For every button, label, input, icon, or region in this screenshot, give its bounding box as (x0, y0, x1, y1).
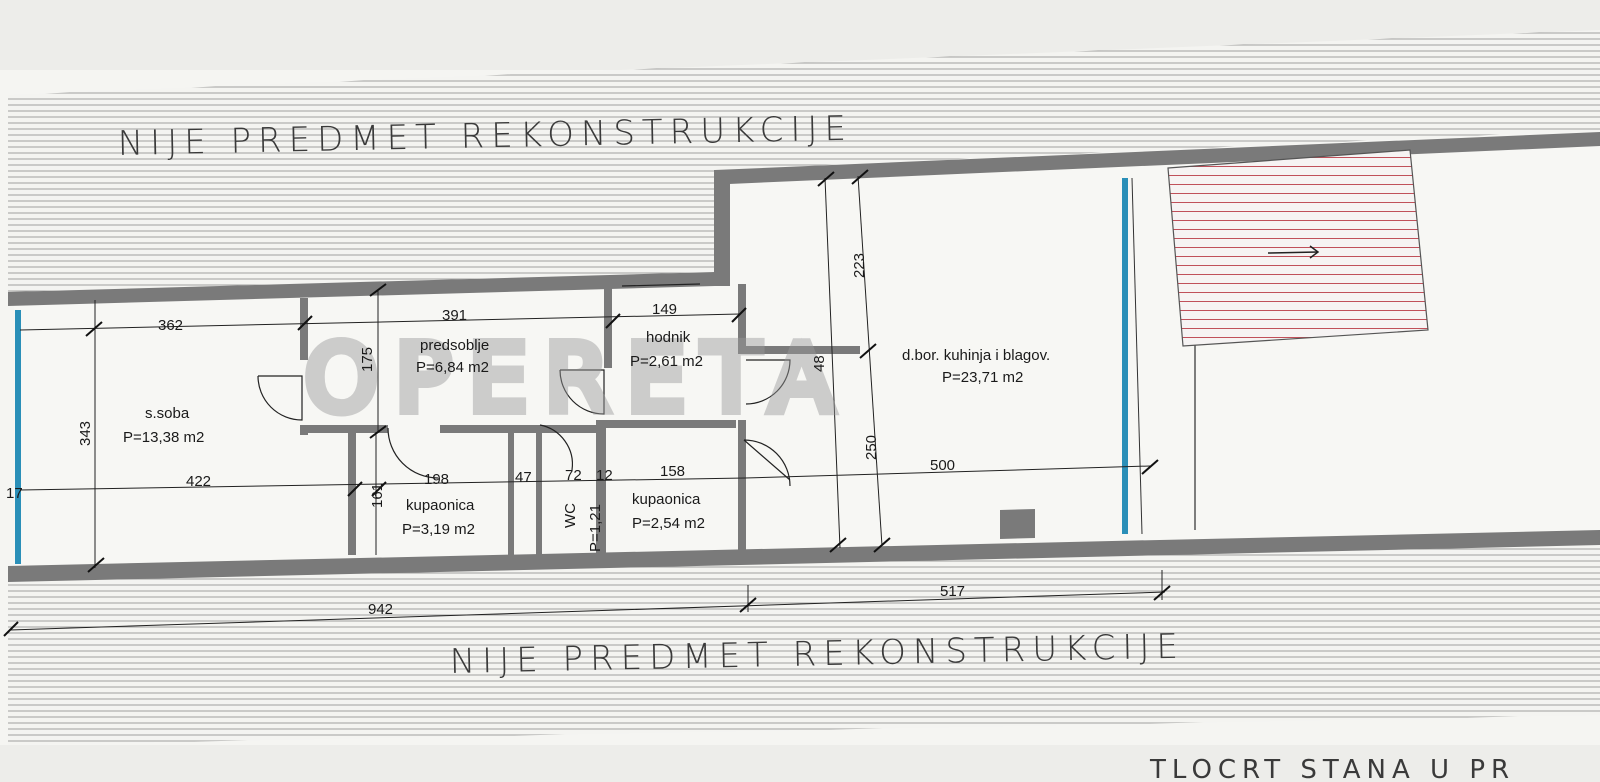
doors (257, 283, 791, 487)
dim-343: 343 (77, 421, 94, 446)
dim-158: 158 (660, 463, 685, 480)
stair-hatch (1167, 149, 1429, 347)
room-hodnik-name: hodnik (646, 329, 691, 346)
dim-72: 72 (565, 467, 582, 484)
dim-47: 47 (515, 469, 532, 486)
room-hodnik-area: P=2,61 m2 (630, 353, 703, 370)
top-hatched-zone (8, 30, 1600, 292)
room-kupaonica2-area: P=2,54 m2 (632, 515, 705, 532)
bottom-hatched-zone (8, 545, 1600, 745)
stair-arrow-icon (1267, 245, 1320, 259)
dim-198: 198 (424, 471, 449, 488)
dim-223: 223 (851, 253, 868, 278)
dimension-labels: 362 391 149 223 175 48 343 422 198 47 72… (6, 253, 965, 618)
dim-175: 175 (359, 347, 376, 372)
dim-250: 250 (863, 435, 880, 460)
dim-942: 942 (368, 601, 393, 618)
watermark-text: OPERETA (305, 325, 851, 432)
room-kupaonica2-name: kupaonica (632, 491, 701, 508)
room-soba-name: s.soba (145, 405, 190, 422)
room-dnevni-name: d.bor. kuhinja i blagov. (902, 347, 1050, 364)
dim-500: 500 (930, 457, 955, 474)
dim-17: 17 (6, 485, 23, 502)
room-predsoblje-area: P=6,84 m2 (416, 359, 489, 376)
room-kupaonica1-area: P=3,19 m2 (402, 521, 475, 538)
dim-422: 422 (186, 473, 211, 490)
dimension-ticks (3, 169, 1171, 637)
room-predsoblje-name: predsoblje (420, 337, 489, 354)
room-dnevni-area: P=23,71 m2 (942, 369, 1023, 386)
footer-title-partial: TLOCRT STANA U PR (1149, 755, 1515, 782)
room-soba-area: P=13,38 m2 (123, 429, 204, 446)
dim-12: 12 (596, 467, 613, 484)
dim-391: 391 (442, 307, 467, 324)
dim-48: 48 (811, 355, 828, 372)
dim-362: 362 (158, 317, 183, 334)
dim-149: 149 (652, 301, 677, 318)
room-kupaonica1-name: kupaonica (406, 497, 475, 514)
windows (15, 177, 1143, 564)
room-labels: s.soba P=13,38 m2 predsoblje P=6,84 m2 h… (123, 329, 1050, 552)
inner-walls (300, 284, 860, 555)
dimension-lines (9, 175, 1166, 631)
outer-walls (8, 132, 1600, 582)
dim-161: 161 (369, 483, 386, 508)
room-wc-name: WC (562, 503, 579, 528)
room-wc-area: P=1,21 (587, 504, 604, 552)
dim-517: 517 (940, 583, 965, 600)
